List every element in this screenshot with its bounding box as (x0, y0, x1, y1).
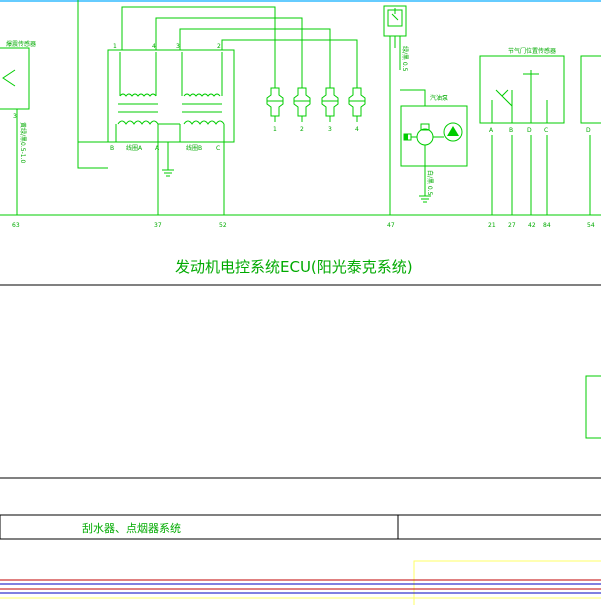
spark-plug-4 (348, 87, 366, 122)
plug-label-3: 3 (328, 126, 332, 133)
ecu-pin-84: 84 (543, 222, 551, 229)
sensor-pin-b: B (509, 127, 513, 134)
section-label: 刮水器、点烟器系统 (82, 521, 181, 535)
fuel-pump: 汽油泵 白/黑 0.5 (400, 89, 468, 203)
right-partial-component: D (580, 55, 601, 215)
ecu-title: 发动机电控系统ECU(阳光泰克系统) (175, 258, 413, 276)
ecu-pin-37: 37 (154, 222, 162, 229)
ecu-pin-54: 54 (587, 222, 595, 229)
ecu-pin-52: 52 (219, 222, 227, 229)
sensor-pin-c: C (544, 127, 548, 134)
right-pin-d: D (586, 127, 591, 134)
fuel-pump-label: 汽油泵 (430, 94, 448, 102)
knock-sensor: 爆震传感器 3 黄绿/黑0.5-1.0 (0, 40, 36, 215)
coil-pin-1: 1 (113, 43, 117, 50)
ecu-pin-47: 47 (387, 222, 395, 229)
coil-a-label: 线圈A (126, 144, 143, 152)
spark-plug-3 (321, 87, 339, 122)
wire-label-left: 黄绿/黑0.5-1.0 (19, 122, 27, 163)
plug-label-2: 2 (300, 126, 304, 133)
ecu-pin-27: 27 (508, 222, 516, 229)
ecu-pin-21: 21 (488, 222, 496, 229)
knock-sensor-label: 爆震传感器 (6, 40, 36, 48)
coil-pin-b: B (110, 145, 114, 152)
spark-plug-2 (293, 87, 311, 122)
ignition-coil-block: 1 4 3 2 B A C 线圈A 线圈B (107, 43, 235, 177)
ecu-pin-63: 63 (12, 222, 20, 229)
coil-pin-c: C (216, 145, 220, 152)
ignition-wires (77, 0, 358, 215)
spark-plugs: 1 2 3 4 (266, 87, 366, 133)
fuel-pump-relay: 绿/黑 0.5 (383, 5, 409, 215)
ecu-pin-42: 42 (528, 222, 536, 229)
bottom-stripes (0, 579, 601, 599)
sensor-label: 节气门位置传感器 (508, 47, 556, 55)
ecu-pin-numbers: 63 37 52 47 21 27 42 84 54 (12, 222, 595, 229)
coil-pin-4: 4 (152, 43, 156, 50)
pump-wire-label: 白/黑 0.5 (426, 170, 434, 196)
relay-wire-label: 绿/黑 0.5 (401, 46, 409, 72)
section-box: 刮水器、点烟器系统 (0, 514, 601, 540)
throttle-position-sensor: 节气门位置传感器 A B D C (479, 47, 565, 215)
left-pin-3: 3 (13, 113, 17, 120)
sensor-pin-a: A (489, 127, 494, 134)
coil-pin-2: 2 (217, 43, 221, 50)
title-block-frame (413, 560, 601, 605)
coil-pin-3: 3 (176, 43, 180, 50)
plug-label-4: 4 (355, 126, 359, 133)
right-partial-box (585, 375, 601, 439)
coil-b-label: 线圈B (186, 144, 202, 152)
sensor-pin-d: D (527, 127, 532, 134)
spark-plug-1 (266, 87, 284, 122)
plug-label-1: 1 (273, 126, 277, 133)
